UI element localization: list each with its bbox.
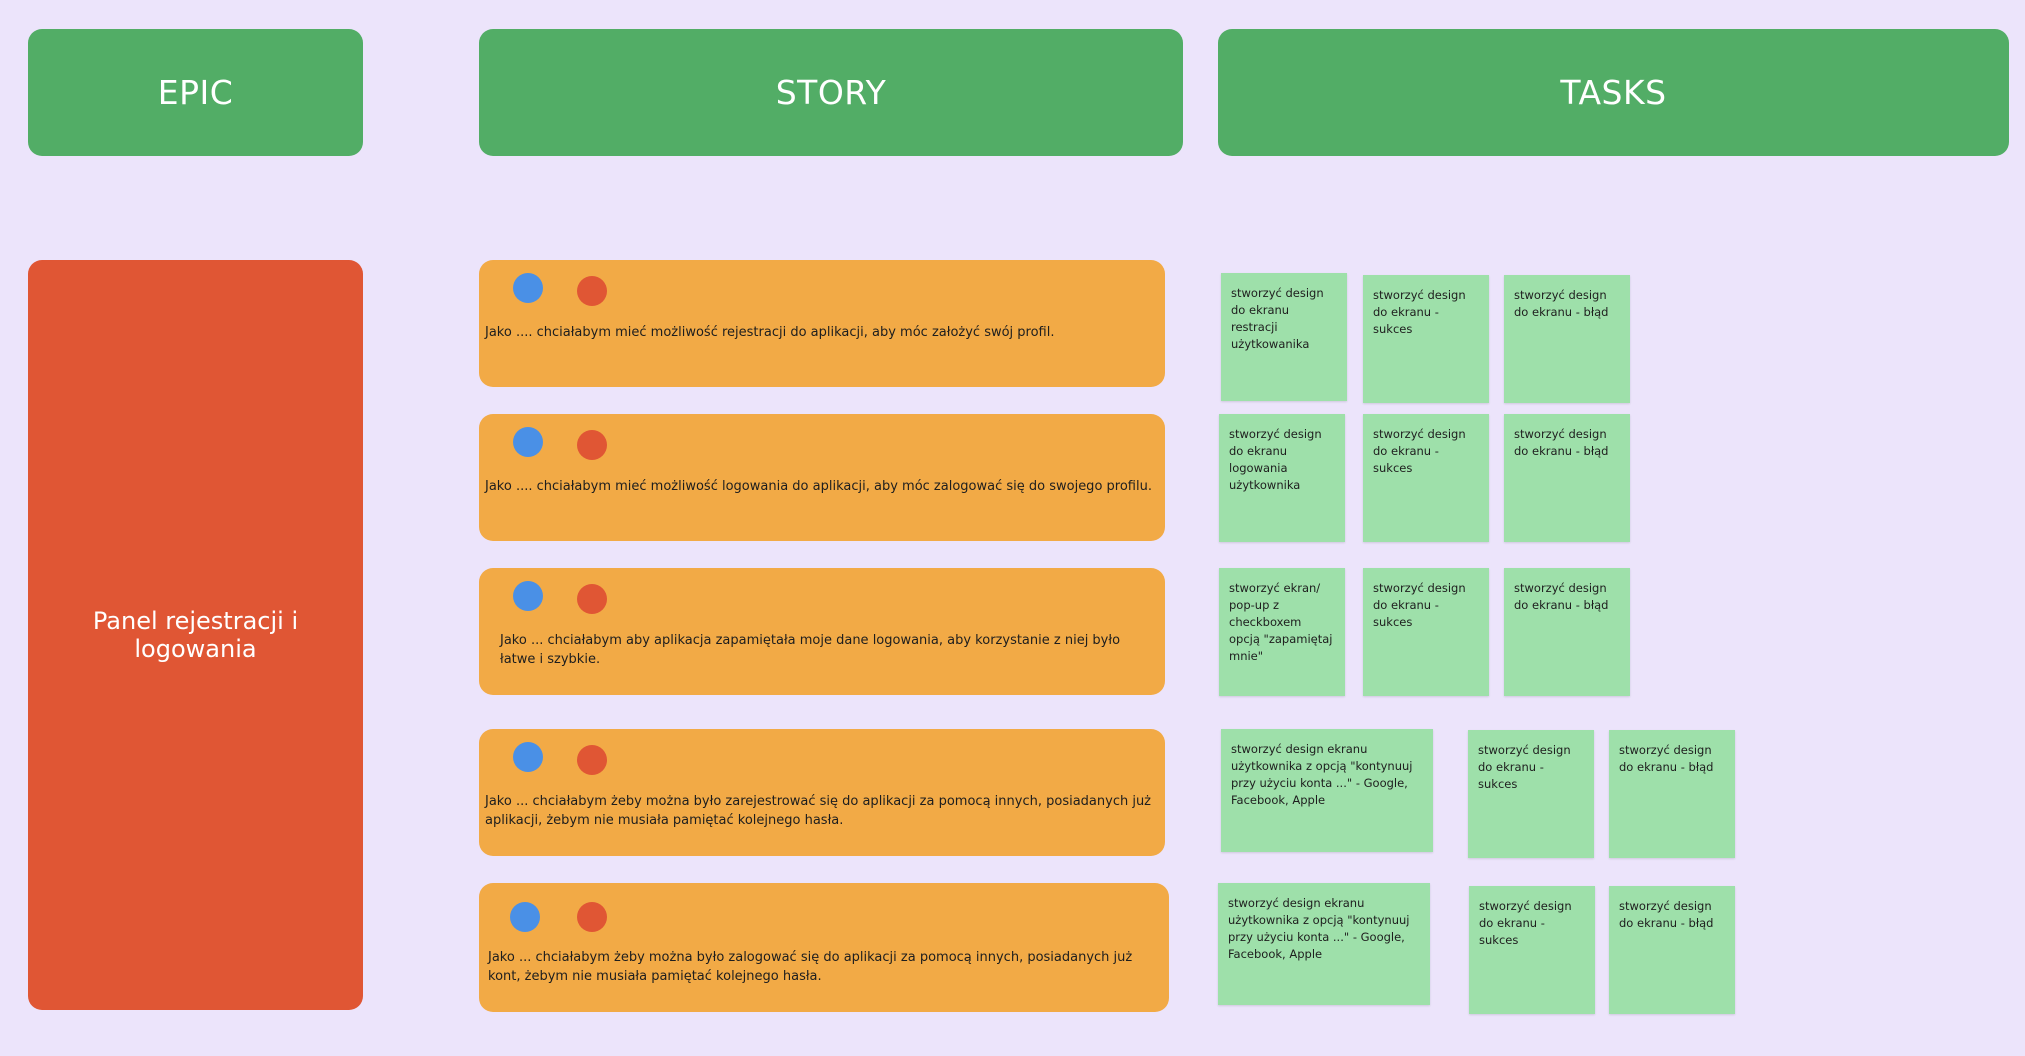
blue-dot-marker[interactable] [513,581,543,611]
story-text: Jako ... chciałabym żeby można było zare… [485,794,1152,828]
story-card-4[interactable]: Jako ... chciałabym żeby można było zare… [479,729,1165,856]
blue-dot-marker[interactable] [513,427,543,457]
task-note[interactable]: stworzyć design do ekranu logowania użyt… [1219,414,1345,542]
task-note[interactable]: stworzyć ekran/ pop-up z checkboxem opcj… [1219,568,1345,696]
blue-dot-marker[interactable] [513,742,543,772]
task-note[interactable]: stworzyć design do ekranu - sukces [1363,568,1489,696]
task-note[interactable]: stworzyć design do ekranu - błąd [1609,730,1735,858]
story-text: Jako .... chciałabym mieć możliwość logo… [485,479,1152,494]
story-card-1[interactable]: Jako .... chciałabym mieć możliwość reje… [479,260,1165,387]
blue-dot-marker[interactable] [510,902,540,932]
task-note[interactable]: stworzyć design do ekranu - błąd [1609,886,1735,1014]
story-card-3[interactable]: Jako ... chciałabym aby aplikacja zapami… [479,568,1165,695]
story-card-5[interactable]: Jako ... chciałabym żeby można było zalo… [479,883,1169,1012]
story-card-2[interactable]: Jako .... chciałabym mieć możliwość logo… [479,414,1165,541]
story-text: Jako ... chciałabym aby aplikacja zapami… [500,633,1121,667]
red-dot-marker[interactable] [577,584,607,614]
red-dot-marker[interactable] [577,276,607,306]
epic-card[interactable]: Panel rejestracji i logowania [28,260,363,1010]
task-note[interactable]: stworzyć design do ekranu - sukces [1469,886,1595,1014]
task-note[interactable]: stworzyć design ekranu użytkownika z opc… [1218,883,1430,1005]
task-note[interactable]: stworzyć design do ekranu - sukces [1468,730,1594,858]
story-column-header: STORY [479,29,1183,156]
red-dot-marker[interactable] [577,745,607,775]
task-note[interactable]: stworzyć design do ekranu restracji użyt… [1221,273,1347,401]
task-note[interactable]: stworzyć design do ekranu - sukces [1363,414,1489,542]
task-note[interactable]: stworzyć design ekranu użytkownika z opc… [1221,729,1433,852]
story-text: Jako ... chciałabym żeby można było zalo… [488,950,1133,984]
task-note[interactable]: stworzyć design do ekranu - błąd [1504,275,1630,403]
task-note[interactable]: stworzyć design do ekranu - błąd [1504,414,1630,542]
story-text: Jako .... chciałabym mieć możliwość reje… [485,325,1055,340]
tasks-column-header: TASKS [1218,29,2009,156]
task-note[interactable]: stworzyć design do ekranu - błąd [1504,568,1630,696]
task-note[interactable]: stworzyć design do ekranu - sukces [1363,275,1489,403]
red-dot-marker[interactable] [577,902,607,932]
epic-label: Panel rejestracji i logowania [92,607,299,663]
epic-column-header: EPIC [28,29,363,156]
blue-dot-marker[interactable] [513,273,543,303]
red-dot-marker[interactable] [577,430,607,460]
